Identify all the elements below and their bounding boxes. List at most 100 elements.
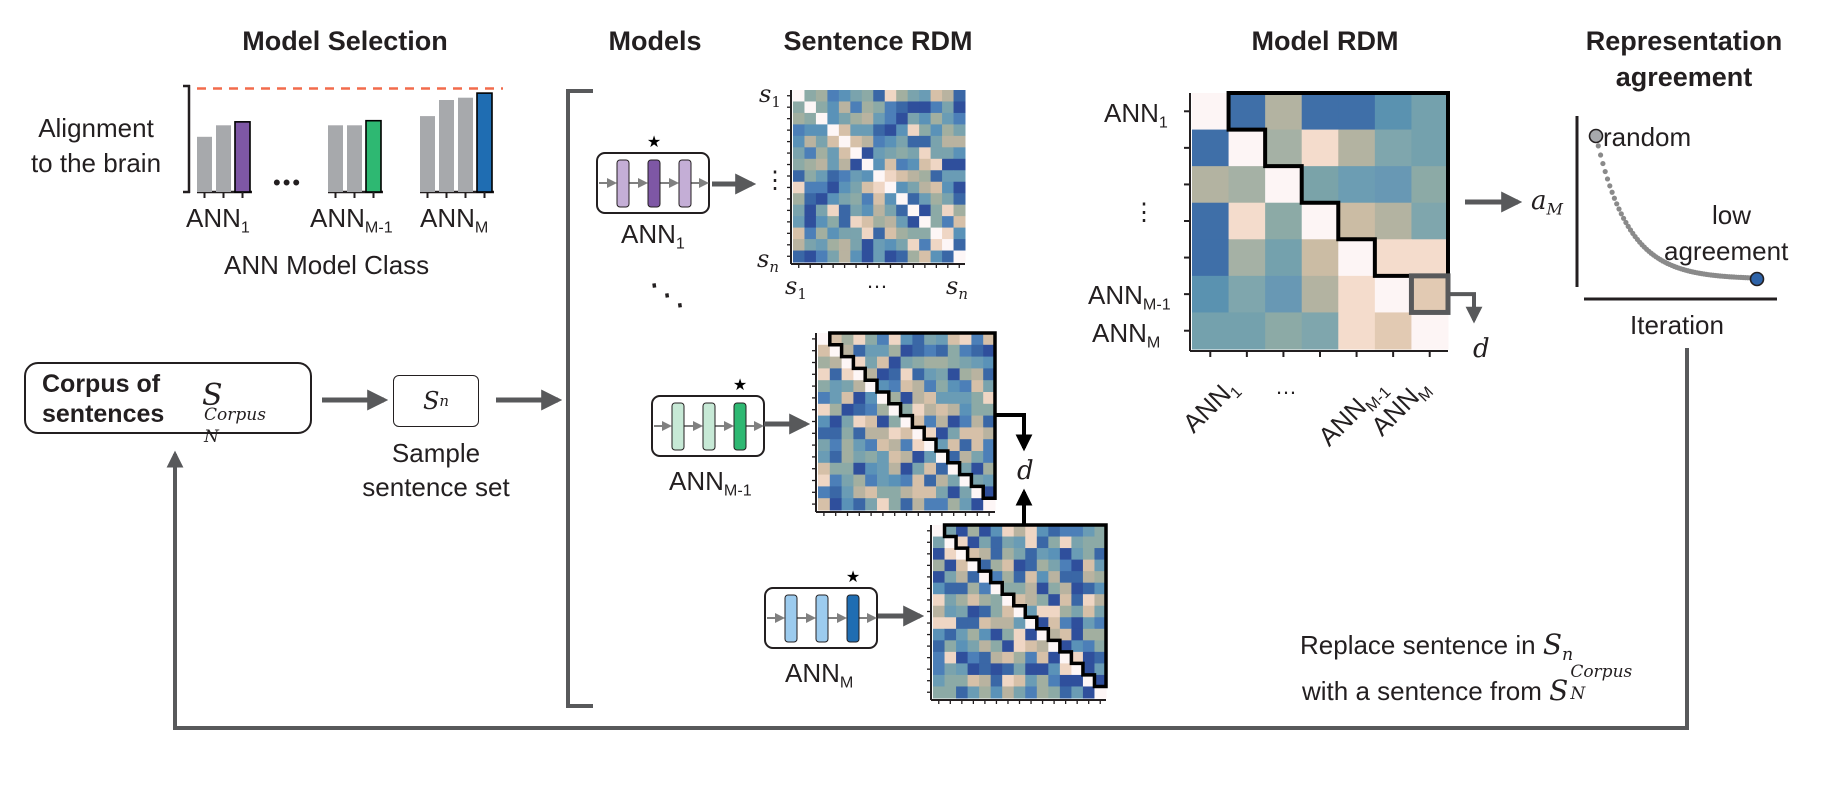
layer	[815, 594, 829, 643]
rdm-cell	[930, 158, 943, 171]
rdm-cell	[804, 170, 817, 183]
rdm-cell	[1025, 686, 1038, 699]
agreement-curve-dot	[1616, 206, 1622, 212]
rdm-cell	[841, 498, 854, 511]
agreement-curve-dot	[1614, 201, 1620, 207]
model-rdm-cell	[1411, 166, 1449, 204]
rdm-cell	[873, 90, 886, 102]
model-rdm-cell	[1301, 166, 1339, 204]
rdm-cell	[971, 392, 984, 405]
rdm-cell	[1059, 617, 1072, 630]
model-rdm-cell	[1338, 312, 1376, 350]
rdm-cell	[896, 239, 909, 252]
rdm-cell	[873, 158, 886, 171]
rdm-cell	[912, 380, 925, 393]
rdm-cell	[944, 640, 957, 653]
rdm-cell	[930, 204, 943, 217]
rdm-cell	[907, 147, 920, 160]
rdm-cell	[865, 451, 878, 464]
model-rdm-cell	[1374, 275, 1412, 313]
rdm-cell	[947, 474, 961, 487]
rdm-cell	[924, 403, 937, 417]
rdm-cell	[877, 474, 890, 487]
rdm-cell	[971, 427, 984, 440]
rdm-cell	[850, 90, 863, 102]
rdm-cell	[919, 147, 932, 160]
rdm-cell	[1013, 628, 1026, 641]
rdm-cell	[953, 112, 966, 125]
rdm-cell	[841, 368, 854, 381]
rdm-cell	[853, 344, 866, 358]
star-icon: ★	[647, 132, 661, 151]
rdm-cell	[896, 101, 909, 114]
rdm-cell	[953, 90, 966, 102]
rdm-cell	[979, 651, 992, 664]
model-rdm-cell	[1265, 202, 1303, 240]
rdm-cell	[1094, 536, 1107, 549]
rdm-cell	[1082, 663, 1095, 676]
sample-symbol: S	[422, 387, 440, 415]
rdm-cell	[947, 380, 961, 393]
rdm-cell	[1082, 628, 1095, 641]
rdm-cell	[936, 474, 949, 487]
model-rdm-cell	[1338, 275, 1376, 313]
rdm-cell	[947, 356, 961, 369]
distance-symbol-model: d	[1473, 334, 1490, 364]
rdm-cell	[919, 158, 932, 171]
rdm-cell	[900, 486, 913, 499]
rdm-cell	[936, 333, 949, 346]
rdm-cell	[924, 498, 937, 511]
sentence-rdm-annm1	[812, 331, 997, 516]
rdm-cell	[877, 380, 890, 393]
rdm-cell	[793, 101, 805, 114]
rdm-cell	[1059, 582, 1072, 595]
rdm-cell	[919, 90, 932, 102]
rdm-cell	[1071, 582, 1084, 595]
rdm-cell	[930, 227, 943, 240]
rdm-cell	[912, 392, 925, 405]
rdm-cell	[1071, 571, 1084, 584]
rdm-cell	[818, 474, 831, 487]
rdm-cell	[907, 124, 920, 137]
rdm-cell	[804, 216, 817, 229]
srdm-y-top-sub: 1	[771, 93, 781, 112]
rdm-cell	[1036, 674, 1049, 687]
rdm-cell	[1059, 663, 1072, 676]
rdm-cell	[877, 392, 890, 405]
rdm-cell	[956, 582, 969, 595]
rdm-cell	[827, 135, 840, 148]
rdm-cell	[838, 227, 851, 240]
rdm-cell	[861, 216, 874, 229]
loop-note-line1-symbol-sub: n	[1562, 645, 1574, 666]
rdm-cell	[1002, 536, 1015, 549]
rdm-cell	[933, 628, 946, 641]
rdm-cell	[1025, 674, 1038, 687]
rdm-cell	[1036, 640, 1049, 653]
rdm-cell	[884, 101, 897, 114]
rdm-cell	[983, 392, 996, 405]
bar	[216, 125, 231, 192]
rdm-cell	[983, 474, 996, 487]
rdm-cell	[1082, 686, 1095, 699]
agreement-curve-dot	[1607, 183, 1613, 189]
rdm-cell	[804, 90, 817, 102]
rdm-cell	[896, 112, 909, 125]
rdm-cell	[877, 356, 890, 369]
srdm-x-left: s1	[785, 272, 807, 303]
rdm-cell	[1059, 628, 1072, 641]
rdm-cell	[884, 124, 897, 137]
rdm-cell	[930, 170, 943, 183]
rdm-cell	[942, 227, 955, 240]
rdm-cell	[1071, 640, 1084, 653]
rdm-cell	[1048, 571, 1061, 584]
rdm-cell	[861, 193, 874, 206]
rdm-cell	[888, 498, 902, 511]
rdm-cell	[919, 193, 932, 206]
agreement-end-label-line2: agreement	[1664, 236, 1789, 266]
rdm-cell	[1002, 525, 1015, 538]
rdm-cell	[1013, 651, 1026, 664]
rdm-cell	[888, 392, 902, 405]
